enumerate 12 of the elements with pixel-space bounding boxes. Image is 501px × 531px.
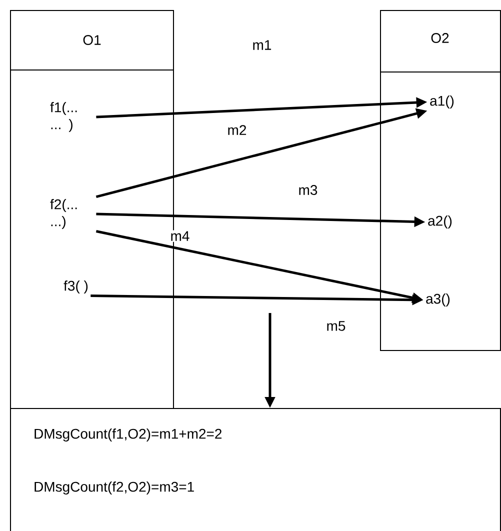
method-label: a1() bbox=[430, 95, 454, 109]
message-label: m2 bbox=[226, 124, 248, 136]
message-label: m1 bbox=[251, 39, 273, 51]
method-label: a2() bbox=[428, 215, 452, 229]
result-box: DMsgCount(f1,O2)=m1+m2=2 DMsgCount(f2,O2)=m3=1 bbox=[10, 408, 501, 531]
message-label: m5 bbox=[325, 320, 347, 332]
message-label: m4 bbox=[169, 230, 191, 242]
message-label: m3 bbox=[297, 184, 319, 196]
method-label: f2(... ...) bbox=[50, 198, 77, 230]
method-label: f1(... ... ) bbox=[50, 102, 77, 132]
method-label: f3( ) bbox=[64, 280, 88, 294]
method-label: a3() bbox=[426, 293, 450, 307]
